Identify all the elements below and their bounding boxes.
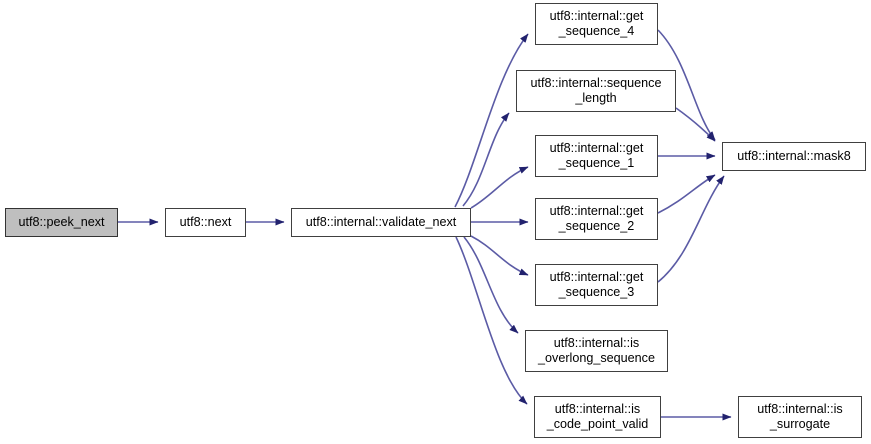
graph-node-label-is_code_point_valid: utf8::internal::is _code_point_valid bbox=[546, 402, 649, 431]
graph-node-label-sequence_length: utf8::internal::sequence _length bbox=[530, 76, 662, 105]
graph-node-label-is_overlong_sequence: utf8::internal::is _overlong_sequence bbox=[538, 336, 655, 365]
graph-node-label-is_surrogate: utf8::internal::is _surrogate bbox=[757, 402, 843, 431]
graph-node-mask8[interactable]: utf8::internal::mask8 bbox=[722, 142, 866, 171]
graph-node-label-get_sequence_2: utf8::internal::get _sequence_2 bbox=[549, 204, 644, 233]
graph-edge-get_sequence_2-to-mask8 bbox=[657, 174, 716, 214]
graph-node-next[interactable]: utf8::next bbox=[165, 208, 246, 237]
graph-node-label-validate_next: utf8::internal::validate_next bbox=[305, 215, 457, 230]
graph-node-is_surrogate[interactable]: utf8::internal::is _surrogate bbox=[738, 396, 862, 438]
graph-node-is_code_point_valid[interactable]: utf8::internal::is _code_point_valid bbox=[534, 396, 661, 438]
graph-node-is_overlong_sequence[interactable]: utf8::internal::is _overlong_sequence bbox=[525, 330, 668, 372]
graph-node-label-next: utf8::next bbox=[179, 215, 232, 230]
graph-edge-validate_next-to-get_sequence_1 bbox=[470, 166, 529, 209]
graph-node-get_sequence_4[interactable]: utf8::internal::get _sequence_4 bbox=[535, 3, 658, 45]
graph-edge-validate_next-to-is_code_point_valid bbox=[455, 236, 528, 405]
graph-node-peek_next[interactable]: utf8::peek_next bbox=[5, 208, 118, 237]
graph-edge-validate_next-to-get_sequence_4 bbox=[454, 33, 529, 208]
graph-edge-get_sequence_3-to-mask8 bbox=[657, 175, 725, 283]
graph-edge-sequence_length-to-mask8 bbox=[675, 107, 716, 142]
graph-node-get_sequence_3[interactable]: utf8::internal::get _sequence_3 bbox=[535, 264, 658, 306]
graph-node-get_sequence_2[interactable]: utf8::internal::get _sequence_2 bbox=[535, 198, 658, 240]
graph-node-get_sequence_1[interactable]: utf8::internal::get _sequence_1 bbox=[535, 135, 658, 177]
graph-node-label-get_sequence_1: utf8::internal::get _sequence_1 bbox=[549, 141, 644, 170]
graph-node-label-get_sequence_4: utf8::internal::get _sequence_4 bbox=[549, 9, 644, 38]
graph-edge-validate_next-to-sequence_length bbox=[462, 112, 510, 207]
graph-edge-validate_next-to-get_sequence_3 bbox=[470, 235, 529, 276]
graph-node-label-peek_next: utf8::peek_next bbox=[18, 215, 105, 230]
graph-node-validate_next[interactable]: utf8::internal::validate_next bbox=[291, 208, 471, 237]
graph-node-sequence_length[interactable]: utf8::internal::sequence _length bbox=[516, 70, 676, 112]
graph-edge-validate_next-to-is_overlong_sequence bbox=[463, 236, 519, 334]
graph-node-label-get_sequence_3: utf8::internal::get _sequence_3 bbox=[549, 270, 644, 299]
graph-node-label-mask8: utf8::internal::mask8 bbox=[737, 149, 851, 164]
